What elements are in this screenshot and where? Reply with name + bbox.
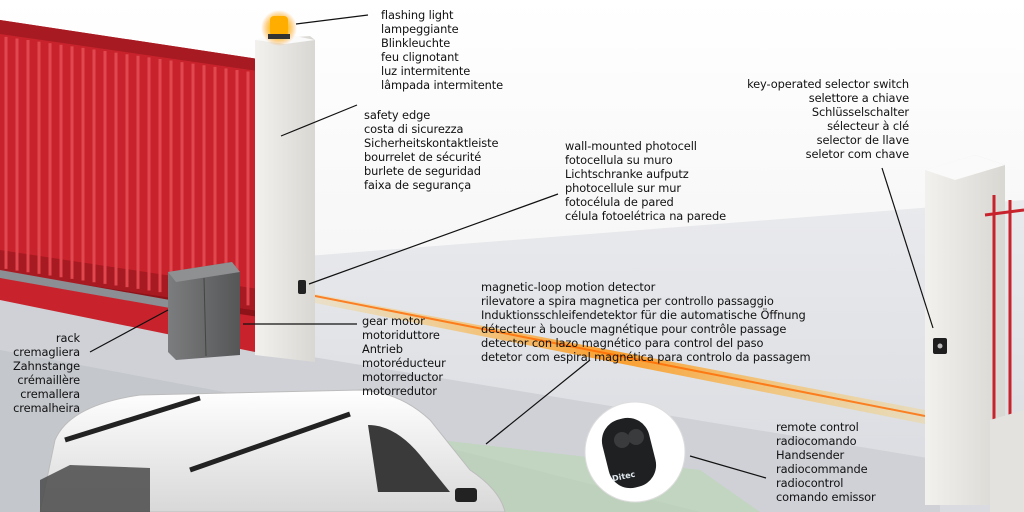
label-flashing-light-line: lampeggiante — [381, 22, 459, 37]
label-safety-edge-line: burlete de seguridad — [364, 164, 481, 179]
label-photocell-line: célula fotoelétrica na parede — [565, 209, 727, 224]
label-rack-line: crémaillère — [17, 373, 80, 388]
label-magnetic-loop-line: détecteur à boucle magnétique pour contr… — [481, 322, 787, 337]
label-rack-line: cremallera — [20, 387, 80, 402]
label-gear-motor-line: motorreductor — [362, 370, 443, 385]
label-magnetic-loop-line: detetor com espiral magnética para contr… — [481, 350, 811, 365]
label-rack-line: Zahnstange — [12, 359, 80, 374]
label-gear-motor-line: gear motor — [362, 314, 425, 328]
right-pillar — [925, 155, 1005, 505]
label-gear-motor-line: Antrieb — [362, 342, 403, 357]
label-magnetic-loop-line: Induktionsschleifendetektor für die auto… — [481, 308, 806, 323]
label-safety-edge-line: safety edge — [364, 108, 431, 122]
label-photocell-line: wall-mounted photocell — [565, 139, 697, 153]
rack-bar — [0, 270, 170, 308]
magnetic-loop — [300, 292, 925, 424]
label-remote-control-line: comando emissor — [776, 490, 876, 505]
label-key-selector-line: seletor com chave — [805, 147, 909, 162]
label-gear-motor-line: motoriduttore — [362, 328, 440, 343]
right-wall — [990, 410, 1024, 512]
leader-lines — [89, 14, 934, 479]
label-photocell-line: photocellule sur mur — [565, 181, 681, 196]
label-remote-control-line: remote control — [776, 420, 859, 434]
label-flashing-light-line: flashing light — [381, 8, 454, 22]
label-magnetic-loop-line: rilevatore a spira magnetica per control… — [481, 294, 774, 309]
label-photocell-line: fotocellula su muro — [565, 153, 673, 168]
label-key-selector-line: key-operated selector switch — [747, 77, 909, 91]
label-flashing-light-line: feu clignotant — [381, 50, 459, 65]
loop-line — [304, 293, 926, 417]
label-photocell-line: Lichtschranke aufputz — [565, 167, 689, 182]
label-flashing-light-line: lâmpada intermitente — [381, 78, 504, 93]
label-safety-edge-line: Sicherheitskontaktleiste — [364, 136, 499, 151]
label-key-selector-line: selettore a chiave — [808, 91, 909, 106]
label-flashing-light-line: luz intermitente — [381, 64, 471, 79]
label-remote-control-line: Handsender — [776, 448, 845, 463]
label-rack-line: rack — [55, 331, 80, 345]
label-remote-control-line: radiocommande — [776, 462, 868, 477]
label-rack-line: cremagliera — [13, 345, 80, 360]
label-photocell-line: fotocélula de pared — [565, 195, 674, 210]
label-remote-control-line: radiocontrol — [776, 476, 844, 491]
label-gear-motor-line: motorredutor — [362, 384, 437, 399]
label-key-selector-line: sélecteur à clé — [827, 119, 909, 134]
label-flashing-light-line: Blinkleuchte — [381, 36, 451, 51]
label-safety-edge-line: costa di sicurezza — [364, 122, 464, 137]
label-safety-edge-line: bourrelet de sécurité — [364, 150, 482, 165]
label-gear-motor-line: motoréducteur — [362, 356, 446, 371]
label-key-selector-line: selector de llave — [816, 133, 909, 148]
label-key-selector-line: Schlüsselschalter — [811, 105, 909, 120]
left-pillar — [255, 34, 315, 362]
photocell-box — [298, 280, 306, 294]
remote-control-icon — [584, 401, 686, 503]
right-fence — [984, 195, 1024, 420]
label-safety-edge-line: faixa de segurança — [364, 178, 472, 193]
label-magnetic-loop-line: magnetic-loop motion detector — [481, 280, 656, 294]
white-van — [39, 389, 506, 512]
gear-motor — [168, 262, 240, 360]
flashing-light-icon — [261, 10, 297, 46]
label-remote-control-line: radiocomando — [776, 434, 857, 449]
label-magnetic-loop-line: detector con lazo magnético para control… — [481, 336, 764, 351]
label-rack-line: cremalheira — [13, 401, 80, 416]
